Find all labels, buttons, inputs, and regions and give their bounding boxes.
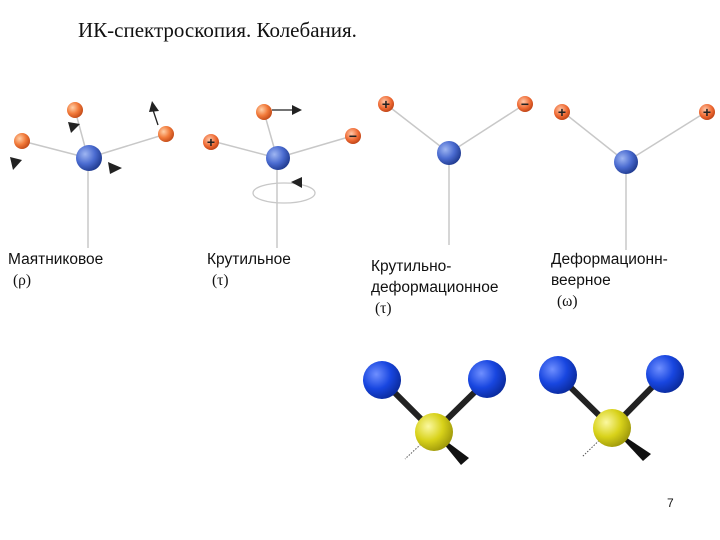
plus-sign: + xyxy=(382,96,390,112)
arrow-icon xyxy=(291,177,302,188)
caption-wagging: Деформационн- веерное (ω) xyxy=(551,249,668,312)
central-atom xyxy=(614,150,638,174)
blue-atom xyxy=(468,360,506,398)
plus-sign: + xyxy=(703,104,711,120)
ball-model-1 xyxy=(363,360,506,465)
side-atom xyxy=(67,102,83,118)
central-atom xyxy=(76,145,102,171)
arrow-icon xyxy=(10,157,22,170)
caption-name-line1: Деформационн- xyxy=(551,251,668,268)
side-atom xyxy=(14,133,30,149)
caption-rocking: Маятниковое (ρ) xyxy=(8,249,103,291)
arrow-icon xyxy=(149,101,159,112)
caption-symbol: (ω) xyxy=(557,293,578,310)
blue-atom xyxy=(539,356,577,394)
twisting-molecule: + − xyxy=(203,104,361,248)
central-atom xyxy=(266,146,290,170)
minus-badge xyxy=(517,96,533,112)
wagging-molecule: + + xyxy=(554,104,715,250)
plus-badge xyxy=(378,96,394,112)
minus-sign: − xyxy=(349,128,357,144)
caption-symbol: (ρ) xyxy=(13,272,32,289)
minus-badge xyxy=(345,128,361,144)
blue-atom xyxy=(646,355,684,393)
side-atom xyxy=(256,104,272,120)
slide-title: ИК-спектроскопия. Колебания. xyxy=(78,18,357,42)
caption-twisting: Крутильное (τ) xyxy=(207,249,291,291)
blue-atom xyxy=(363,361,401,399)
plus-sign: + xyxy=(558,104,566,120)
caption-symbol: (τ) xyxy=(375,300,392,317)
yellow-atom xyxy=(593,409,631,447)
plus-badge xyxy=(699,104,715,120)
ball-model-2 xyxy=(539,355,684,461)
central-atom xyxy=(437,141,461,165)
side-atom xyxy=(158,126,174,142)
arrow-icon xyxy=(68,122,80,133)
caption-twist-deform: Крутильно- деформационное (τ) xyxy=(371,256,498,319)
caption-symbol: (τ) xyxy=(212,272,229,289)
caption-name: Крутильное xyxy=(207,251,291,268)
minus-sign: − xyxy=(521,96,529,112)
page-number: 7 xyxy=(667,496,674,510)
arrow-icon xyxy=(292,105,302,115)
caption-name-line2: деформационное xyxy=(371,279,499,296)
plus-sign: + xyxy=(207,134,215,150)
rotation-ellipse xyxy=(252,182,316,204)
yellow-atom xyxy=(415,413,453,451)
caption-name-line1: Крутильно- xyxy=(371,258,452,275)
rocking-molecule xyxy=(10,101,174,248)
twist-deform-molecule: + − xyxy=(378,96,533,245)
plus-badge xyxy=(203,134,219,150)
arrow-icon xyxy=(108,162,122,174)
caption-name: Маятниковое xyxy=(8,251,104,268)
caption-name-line2: веерное xyxy=(551,272,611,289)
plus-badge xyxy=(554,104,570,120)
